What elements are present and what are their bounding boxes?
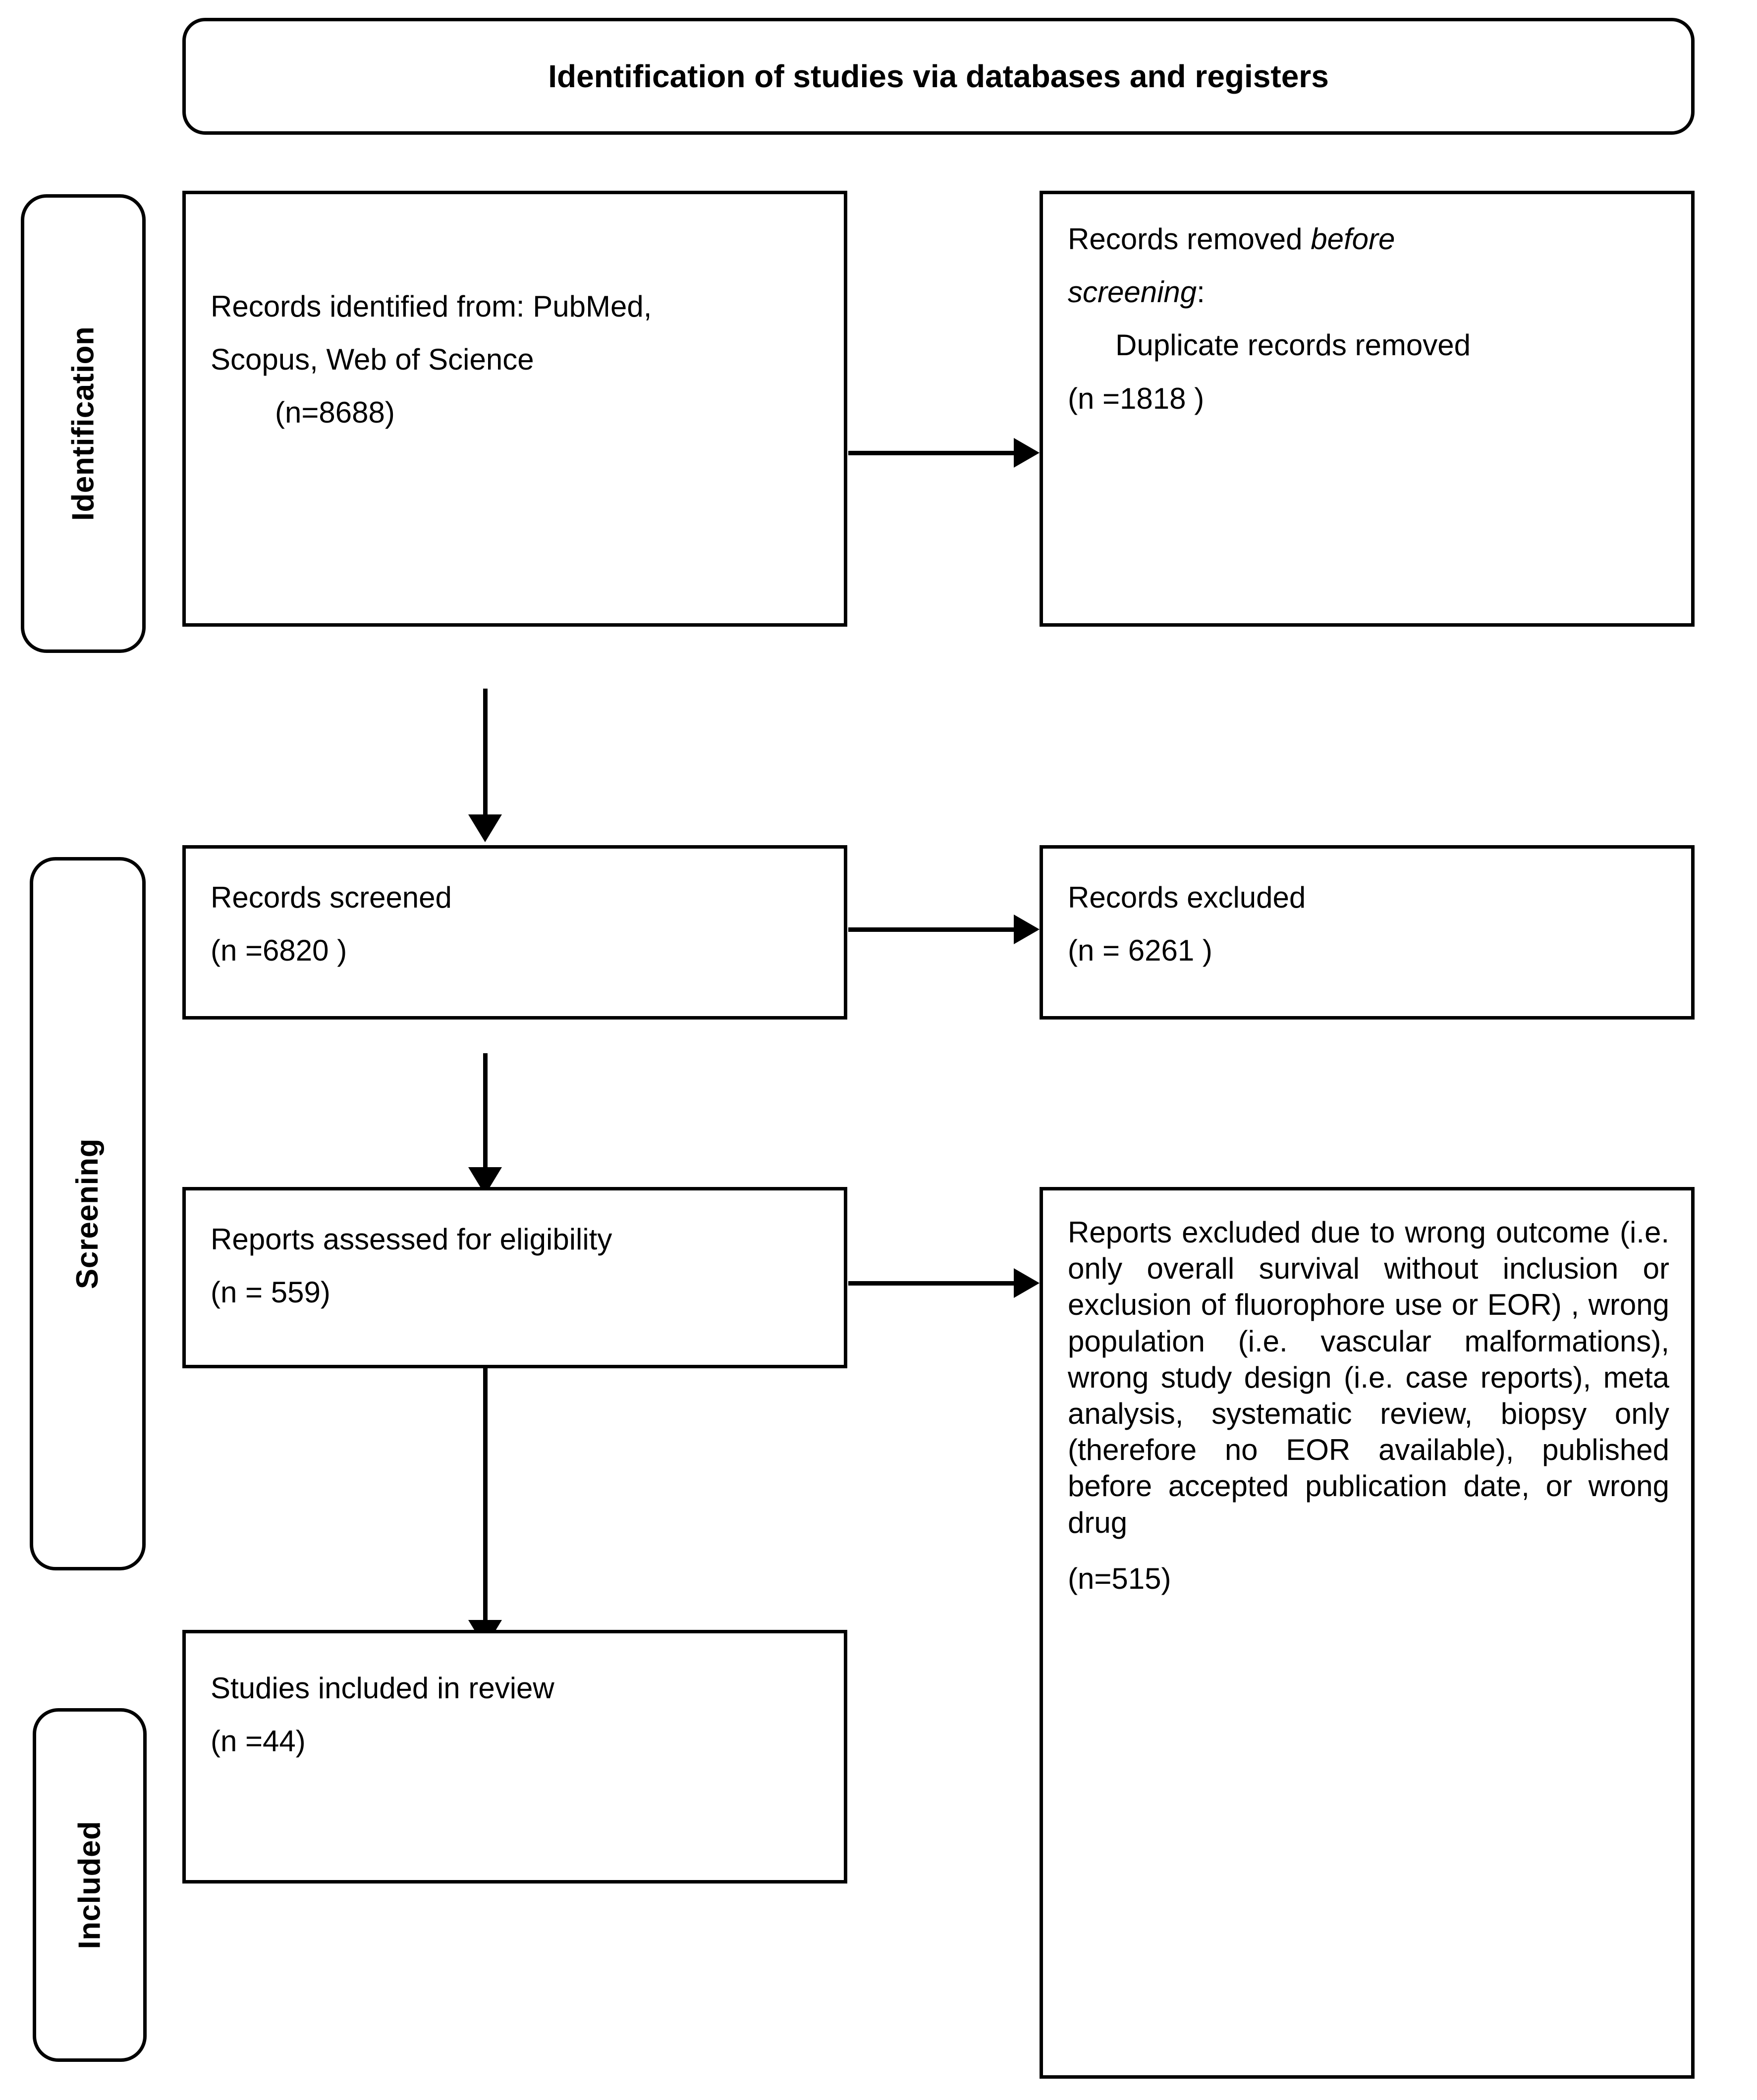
arrow-head-icon (1014, 915, 1040, 944)
phase-label-identification: Identification (21, 194, 146, 653)
records-identified-line2: Scopus, Web of Science (211, 343, 534, 377)
records-removed-heading-line2: screening: (1068, 274, 1669, 310)
records-excluded-count: (n = 6261 ) (1068, 934, 1212, 968)
records-removed-detail: Duplicate records removed (1115, 328, 1471, 362)
box-reports-assessed: Reports assessed for eligibility (n = 55… (182, 1187, 847, 1368)
reports-excluded-body: Reports excluded due to wrong outcome (i… (1068, 1216, 1669, 1539)
diagram-title-banner: Identification of studies via databases … (182, 18, 1695, 135)
reports-excluded-count: (n=515) (1068, 1562, 1171, 1595)
records-removed-heading: Records removed before (1068, 221, 1669, 257)
arrow-shaft (848, 451, 1016, 455)
studies-included-count: (n =44) (211, 1724, 306, 1758)
records-identified-count: (n=8688) (275, 396, 395, 430)
records-removed-heading-colon: : (1197, 275, 1205, 309)
studies-included-label: Studies included in review (211, 1671, 554, 1705)
box-records-identified: Records identified from: PubMed, Scopus,… (182, 191, 847, 627)
page-title: Identification of studies via databases … (548, 58, 1329, 94)
arrow-shaft (483, 689, 488, 816)
phase-label-screening: Screening (30, 857, 146, 1570)
records-removed-heading-italic: before (1311, 222, 1395, 256)
arrow-shaft (848, 1281, 1016, 1286)
records-excluded-label: Records excluded (1068, 881, 1306, 914)
phase-label-included-text: Included (72, 1821, 107, 1949)
arrow-shaft (848, 927, 1016, 932)
reports-assessed-count: (n = 559) (211, 1276, 330, 1309)
arrow-head-icon (468, 814, 502, 842)
box-studies-included: Studies included in review (n =44) (182, 1630, 847, 1884)
arrow-head-icon (1014, 1268, 1040, 1298)
records-screened-count: (n =6820 ) (211, 934, 347, 968)
box-records-removed: Records removed before screening: Duplic… (1040, 191, 1695, 627)
records-removed-heading-prefix: Records removed (1068, 222, 1311, 256)
box-records-excluded: Records excluded (n = 6261 ) (1040, 845, 1695, 1020)
box-records-screened: Records screened (n =6820 ) (182, 845, 847, 1020)
phase-label-included: Included (33, 1708, 147, 2062)
records-removed-heading-italic2: screening (1068, 275, 1197, 309)
arrow-shaft (483, 1053, 488, 1169)
records-removed-count: (n =1818 ) (1068, 381, 1205, 415)
reports-assessed-label: Reports assessed for eligibility (211, 1223, 612, 1256)
phase-label-identification-text: Identification (66, 326, 100, 521)
arrow-shaft (483, 1368, 488, 1622)
arrow-head-icon (1014, 438, 1040, 468)
box-reports-excluded: Reports excluded due to wrong outcome (i… (1040, 1187, 1695, 2079)
phase-label-screening-text: Screening (70, 1138, 105, 1290)
records-screened-label: Records screened (211, 881, 452, 914)
records-identified-line1: Records identified from: PubMed, (211, 290, 652, 323)
